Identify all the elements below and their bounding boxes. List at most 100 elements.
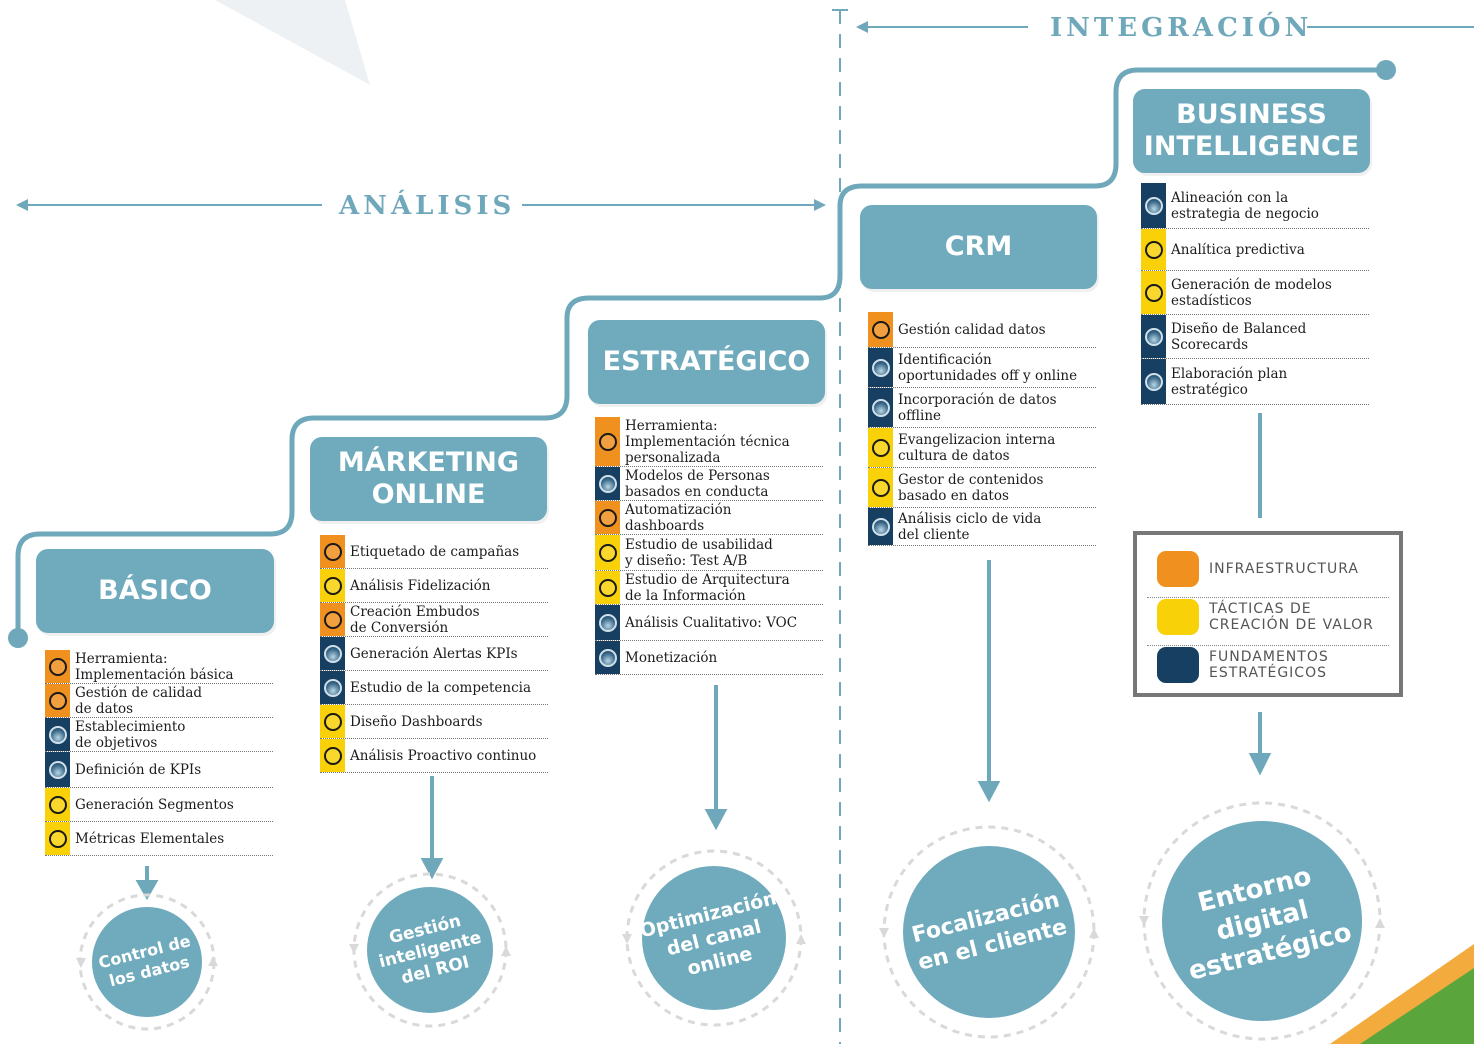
orange-marker-icon xyxy=(45,684,70,717)
navy-marker-icon xyxy=(1141,359,1166,404)
list-item: Generación Alertas KPIs xyxy=(320,637,548,671)
stage-title: MÁRKETING ONLINE xyxy=(337,447,520,510)
yellow-marker-icon xyxy=(595,535,620,570)
yellow-marker-icon xyxy=(1141,229,1166,270)
legend-divider xyxy=(1147,645,1389,646)
ring-arrow-3b xyxy=(796,934,806,944)
list-item: Establecimiento de objetivos xyxy=(45,718,273,752)
navy-marker-icon xyxy=(45,752,70,787)
navy-marker-icon xyxy=(45,718,70,751)
list-item-text: Métricas Elementales xyxy=(75,830,225,847)
list-item: Diseño Dashboards xyxy=(320,705,548,739)
outcome-circle-marketing-online: Gestión inteligente del ROI xyxy=(367,887,493,1013)
yellow-marker-icon xyxy=(595,571,620,604)
yellow-marker-icon xyxy=(868,428,893,467)
legend-label: INFRAESTRUCTURA xyxy=(1209,561,1359,577)
list-item-text: Modelos de Personas basados en conducta xyxy=(625,467,770,500)
legend-label: FUNDAMENTOS ESTRATÉGICOS xyxy=(1209,649,1329,681)
yellow-marker-icon xyxy=(45,822,70,855)
legend-swatch xyxy=(1157,551,1199,587)
list-item-text: Estudio de usabilidad y diseño: Test A/B xyxy=(625,536,773,569)
yellow-marker-icon xyxy=(868,468,893,507)
outcome-circle-estrategico: Optimización del canal online xyxy=(638,866,786,1010)
staircase-line xyxy=(15,67,1386,636)
stage-title: CRM xyxy=(944,231,1013,262)
down-arrow-head-marketing xyxy=(420,858,444,880)
yellow-marker-icon xyxy=(45,788,70,821)
down-arrow-head-estrategico xyxy=(704,809,728,831)
list-item: Creación Embudos de Conversión xyxy=(320,603,548,637)
stage-box-business-intelligence: BUSINESS INTELLIGENCE xyxy=(1133,89,1370,173)
list-item: Estudio de Arquitectura de la Informació… xyxy=(595,571,823,605)
orange-marker-icon xyxy=(320,535,345,568)
outcome-label: Optimización del canal online xyxy=(637,887,779,980)
navy-marker-icon xyxy=(1141,183,1166,228)
list-item-text: Herramienta: Implementación básica xyxy=(75,650,234,683)
list-item-text: Diseño de Balanced Scorecards xyxy=(1171,320,1307,353)
staircase-end-dot xyxy=(1376,60,1396,80)
outcome-label: Control de los datos xyxy=(96,931,193,991)
list-item-text: Análisis Cualitativo: VOC xyxy=(625,614,798,631)
list-item: Estudio de usabilidad y diseño: Test A/B xyxy=(595,535,823,571)
outcome-label: Entorno digital estratégico xyxy=(1185,861,1355,987)
list-item-text: Gestión calidad datos xyxy=(898,321,1046,338)
staircase-start-dot xyxy=(8,628,28,648)
ring-arrow-2a xyxy=(349,944,359,954)
stage-box-estrategico: ESTRATÉGICO xyxy=(588,320,825,404)
list-item: Evangelizacion interna cultura de datos xyxy=(868,428,1096,468)
list-item-text: Análisis ciclo de vida del cliente xyxy=(898,510,1042,543)
list-item: Análisis ciclo de vida del cliente xyxy=(868,508,1096,546)
list-item: Generación Segmentos xyxy=(45,788,273,822)
list-item: Monetización xyxy=(595,641,823,675)
legend-swatch xyxy=(1157,647,1199,683)
list-item-text: Generación de modelos estadísticos xyxy=(1171,276,1332,309)
list-item: Herramienta: Implementación técnica pers… xyxy=(595,417,823,467)
stage-title: ESTRATÉGICO xyxy=(602,346,811,377)
integracion-heading: INTEGRACIÓN xyxy=(1050,13,1313,43)
list-item: Gestor de contenidos basado en datos xyxy=(868,468,1096,508)
navy-marker-icon xyxy=(320,637,345,670)
down-arrow-head-basico xyxy=(135,880,159,901)
navy-marker-icon xyxy=(1141,315,1166,358)
stage-title: BUSINESS INTELLIGENCE xyxy=(1143,99,1360,162)
yellow-marker-icon xyxy=(320,569,345,602)
navy-marker-icon xyxy=(868,388,893,427)
list-item: Analítica predictiva xyxy=(1141,229,1369,271)
list-item-text: Creación Embudos de Conversión xyxy=(350,603,480,636)
orange-marker-icon xyxy=(45,650,70,683)
legend-divider xyxy=(1147,597,1389,598)
list-item-text: Herramienta: Implementación técnica pers… xyxy=(625,417,790,466)
ring-arrow-5b xyxy=(1375,918,1385,928)
list-item-text: Diseño Dashboards xyxy=(350,713,483,730)
list-item: Identificación oportunidades off y onlin… xyxy=(868,348,1096,388)
list-item-text: Analítica predictiva xyxy=(1171,241,1305,258)
list-item-text: Identificación oportunidades off y onlin… xyxy=(898,351,1078,384)
list-item: Modelos de Personas basados en conducta xyxy=(595,467,823,501)
outcome-label: Focalización en el cliente xyxy=(909,887,1070,976)
analisis-heading: ANÁLISIS xyxy=(339,191,516,221)
corner-stripe-green xyxy=(1360,968,1474,1044)
list-item-text: Automatización dashboards xyxy=(625,501,732,534)
ring-arrow-4b xyxy=(1089,928,1099,938)
list-item-text: Evangelizacion interna cultura de datos xyxy=(898,431,1056,464)
outcome-circle-crm: Focalización en el cliente xyxy=(903,846,1075,1018)
navy-marker-icon xyxy=(868,508,893,545)
down-arrow-head-crm xyxy=(977,781,1001,803)
list-item: Análisis Proactivo continuo xyxy=(320,739,548,773)
legend-row-infraestructura: INFRAESTRUCTURA xyxy=(1157,545,1385,593)
list-item: Diseño de Balanced Scorecards xyxy=(1141,315,1369,359)
list-item: Definición de KPIs xyxy=(45,752,273,788)
list-item-text: Establecimiento de objetivos xyxy=(75,718,186,751)
orange-marker-icon xyxy=(595,501,620,534)
list-item-text: Estudio de Arquitectura de la Informació… xyxy=(625,571,790,604)
list-item: Análisis Fidelización xyxy=(320,569,548,603)
navy-marker-icon xyxy=(595,641,620,674)
orange-marker-icon xyxy=(320,603,345,636)
navy-marker-icon xyxy=(595,467,620,500)
yellow-marker-icon xyxy=(320,705,345,738)
ring-arrow-5a xyxy=(1139,916,1149,926)
ring-arrow-1a xyxy=(76,958,86,968)
